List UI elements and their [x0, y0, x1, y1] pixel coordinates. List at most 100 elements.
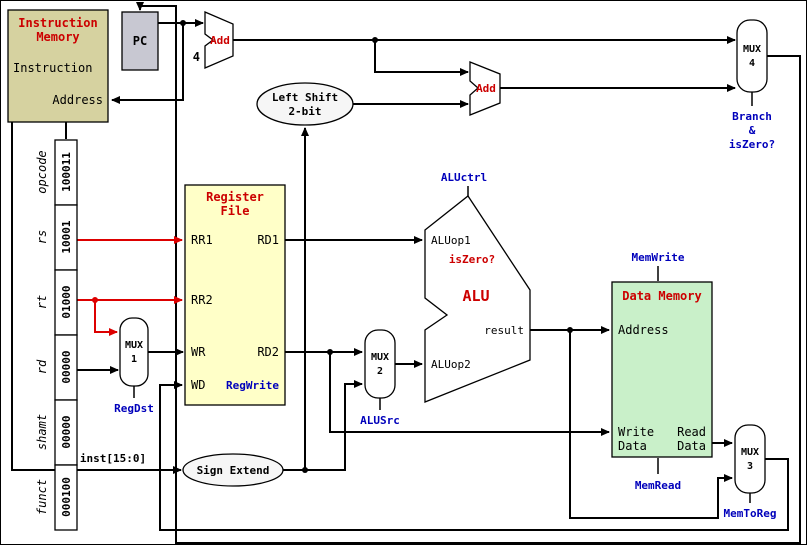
instruction-memory-title: Instruction	[18, 16, 97, 30]
wire-mux3-to-wd	[159, 381, 789, 531]
alu: ALUctrl ALUop1 ALUop2 result isZero? ALU	[424, 171, 531, 403]
mux2-label: MUX	[371, 352, 389, 363]
pc-register: PC	[121, 11, 159, 71]
field-name-rd: rd	[35, 359, 49, 374]
mux2-box	[364, 329, 396, 399]
alu-port-op2: ALUop2	[431, 358, 471, 371]
register-file-title: Register	[206, 190, 264, 204]
wire-rt-to-mux1	[94, 300, 118, 336]
dmem-port-address: Address	[618, 323, 669, 337]
rf-port-rr2: RR2	[191, 293, 213, 307]
mux4: MUX 4 Branch & isZero?	[729, 19, 775, 151]
register-file-box	[184, 184, 286, 406]
mux1-box	[119, 317, 149, 387]
branch-adder: Add	[469, 61, 501, 116]
branch-control-label: Branch	[732, 110, 772, 123]
rf-port-rd2: RD2	[257, 345, 279, 359]
dmem-port-read: Read	[677, 425, 706, 439]
pc-label: PC	[133, 34, 147, 48]
alu-port-result: result	[484, 324, 524, 337]
mux1-number: 1	[131, 354, 137, 365]
field-value-rs: 10001	[60, 220, 73, 253]
wires-black	[11, 2, 801, 544]
left-shift-shape	[256, 82, 354, 126]
pc-box	[121, 11, 159, 71]
data-memory: Data Memory Address Write Data Read Data…	[611, 251, 713, 492]
alu-title: ALU	[462, 287, 489, 305]
wire-mux4-to-pc	[136, 2, 801, 544]
instruction-memory-title2: Memory	[36, 30, 79, 44]
branch-adder-label: Add	[476, 82, 496, 95]
wire-inst15-0-to-signextend	[11, 122, 182, 474]
junction-dot	[372, 37, 378, 43]
mux3: MUX 3 MemToReg	[724, 424, 777, 520]
branch-control-label2: &	[749, 124, 756, 137]
field-value-rd: 00000	[60, 350, 73, 383]
constant-4-label: 4	[193, 50, 200, 64]
left-shift-label: Left Shift	[272, 91, 338, 104]
alusrc-control-label: ALUSrc	[360, 414, 400, 427]
data-memory-box	[611, 281, 713, 458]
field-box-funct	[54, 464, 78, 531]
pc-adder-shape	[204, 11, 234, 69]
dmem-port-write2: Data	[618, 439, 647, 453]
rf-port-rr1: RR1	[191, 233, 213, 247]
field-value-rt: 01000	[60, 285, 73, 318]
field-name-shamt: shamt	[35, 414, 49, 450]
field-name-opcode: opcode	[35, 150, 49, 193]
field-name-rs: rs	[35, 230, 49, 244]
sign-extend-shape	[182, 453, 284, 487]
branch-control-label3: isZero?	[729, 138, 775, 151]
alu-iszero-flag: isZero?	[449, 253, 495, 266]
field-name-funct: funct	[35, 479, 49, 515]
mux1: MUX 1 RegDst	[114, 317, 154, 415]
junction-dot-red	[92, 297, 98, 303]
wire-signextend-to-mux2	[283, 380, 363, 471]
rf-port-wd: WD	[191, 378, 205, 392]
left-shift-label2: 2-bit	[288, 105, 321, 118]
pc-adder-label: Add	[210, 34, 230, 47]
junction-dot	[180, 20, 186, 26]
memread-control-label: MemRead	[635, 479, 681, 492]
mux2: MUX 2 ALUSrc	[360, 329, 400, 427]
dmem-port-read2: Data	[677, 439, 706, 453]
mux4-number: 4	[749, 58, 755, 69]
regwrite-control-label: RegWrite	[226, 379, 279, 392]
mux3-label: MUX	[741, 447, 759, 458]
junction-dot	[327, 349, 333, 355]
instruction-memory-box	[7, 9, 109, 123]
aluctrl-control-label: ALUctrl	[441, 171, 487, 184]
instruction-memory: Instruction Memory Instruction Address	[7, 9, 109, 123]
register-file: Register File RR1 RR2 WR WD RD1 RD2 RegW…	[184, 184, 286, 406]
pc-adder: Add 4	[193, 11, 234, 69]
field-value-funct: 000100	[60, 477, 73, 517]
sign-extend-label: Sign Extend	[197, 464, 270, 477]
mux3-number: 3	[747, 461, 753, 472]
junction-dot	[302, 467, 308, 473]
inst-bus-label: inst[15:0]	[80, 452, 146, 465]
imem-port-address: Address	[52, 93, 103, 107]
field-name-rt: rt	[35, 295, 49, 309]
field-value-opcode: 100011	[60, 152, 73, 192]
control-stubs	[133, 92, 753, 503]
mux4-box	[736, 19, 768, 93]
rf-port-rd1: RD1	[257, 233, 279, 247]
mux2-number: 2	[377, 366, 383, 377]
sign-extend-unit: Sign Extend inst[15:0]	[80, 452, 284, 487]
wire-result-bypass-to-mux3	[569, 330, 733, 519]
regdst-control-label: RegDst	[114, 402, 154, 415]
mux1-label: MUX	[125, 340, 143, 351]
wire-pc-to-imem-address	[111, 23, 184, 104]
memtoreg-control-label: MemToReg	[724, 507, 777, 520]
register-file-title2: File	[221, 204, 250, 218]
field-value-shamt: 00000	[60, 415, 73, 448]
dmem-port-write: Write	[618, 425, 654, 439]
mux4-label: MUX	[743, 44, 761, 55]
branch-adder-shape	[469, 61, 501, 116]
imem-port-instruction: Instruction	[13, 61, 92, 75]
wire-pcplus4-to-branch-adder	[374, 40, 469, 76]
instruction-fields: 100011 10001 01000 00000 00000 000100 op…	[35, 139, 78, 531]
memwrite-control-label: MemWrite	[632, 251, 685, 264]
junction-dots	[92, 20, 573, 473]
